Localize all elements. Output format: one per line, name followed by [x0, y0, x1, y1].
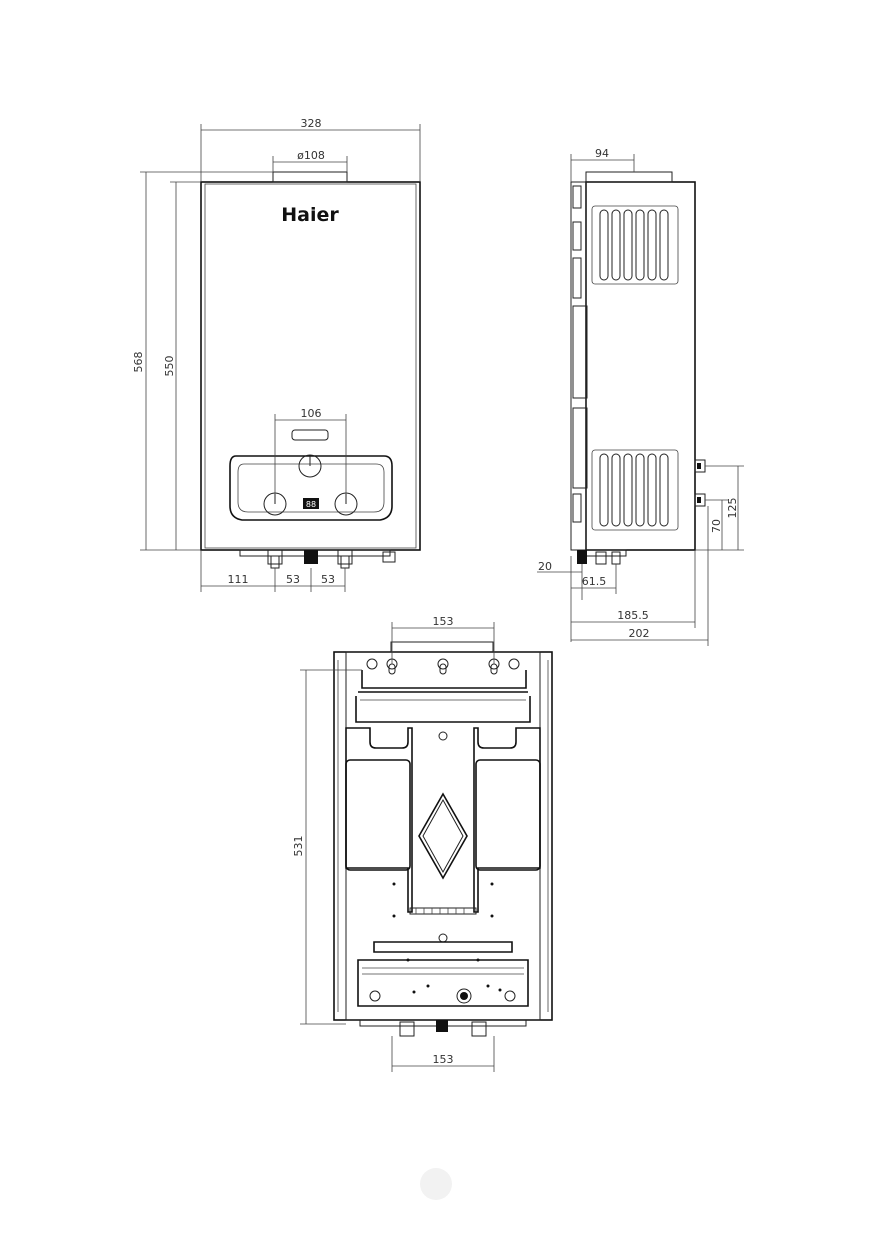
dim-overall-depth: 202: [629, 627, 650, 640]
upper-vents: [591, 205, 679, 285]
brand-logo: Haier: [281, 204, 339, 226]
side-body: [585, 181, 696, 551]
back-view: 153 531 153: [292, 615, 553, 1072]
dim-inlet-height-upper: 125: [726, 498, 739, 519]
lower-vents: [591, 449, 679, 531]
dim-overall-width: 328: [301, 117, 322, 130]
flue-collar: [272, 171, 348, 183]
side-view: 94 125 70 20 61.5 185.5 202: [537, 147, 744, 646]
dim-bottom-spacing: 153: [433, 1053, 454, 1066]
front-body: [200, 181, 421, 551]
back-fitting-valve: [436, 1020, 448, 1032]
gas-inlet-fitting: [267, 549, 283, 565]
page-indicator: [420, 1168, 452, 1200]
back-fitting-left: [399, 1021, 415, 1037]
back-center-hole: [460, 992, 468, 1000]
svg-text:88: 88: [306, 500, 316, 509]
dim-body-height: 550: [163, 356, 176, 377]
dim-panel-width: 106: [301, 407, 322, 420]
dim-body-depth: 185.5: [617, 609, 649, 622]
water-outlet-fitting: [337, 549, 353, 565]
keyhole-center-icon: [437, 658, 449, 670]
center-diamond: [418, 792, 468, 880]
dim-top-depth: 94: [595, 147, 609, 160]
dim-pipe-spacing-left: 53: [286, 573, 300, 586]
dim-flue-diameter: ø108: [297, 149, 325, 162]
top-knob-icon: [298, 454, 322, 478]
dim-pipe-spacing-right: 53: [321, 573, 335, 586]
mounting-holes: [358, 658, 528, 693]
dim-outlet-depth: 61.5: [582, 575, 607, 588]
dim-top-spacing: 153: [433, 615, 454, 628]
dim-left-offset: 111: [228, 573, 249, 586]
back-plate: [333, 651, 553, 1021]
valve-fitting: [304, 550, 318, 564]
dim-inlet-height-lower: 70: [710, 519, 723, 533]
front-view: Haier 88 328: [132, 117, 421, 592]
dim-mount-height: 531: [292, 836, 305, 857]
back-fitting-right: [471, 1021, 487, 1037]
display-window: [303, 498, 319, 509]
bottom-fittings: [239, 549, 396, 569]
control-panel: 88: [229, 429, 393, 521]
dim-overall-height: 568: [132, 352, 145, 373]
dim-bottom-offset: 20: [538, 560, 552, 573]
